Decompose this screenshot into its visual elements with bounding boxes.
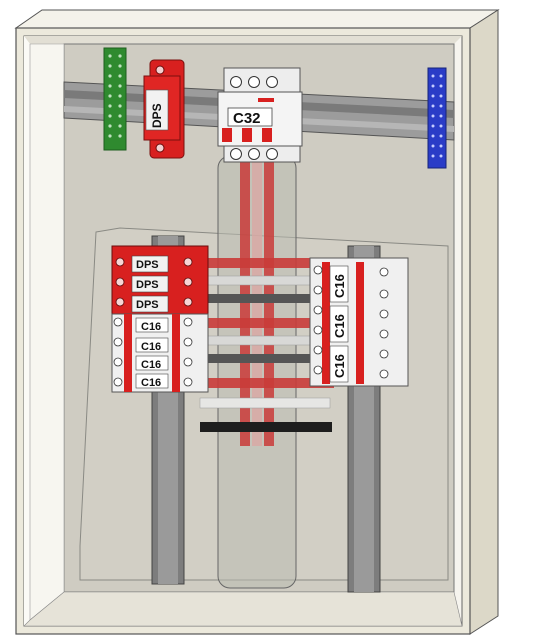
top-surge-protector: DPS: [143, 59, 185, 159]
right-breakers: C16 C16 C16: [309, 257, 409, 387]
top-surge-label: DPS: [150, 103, 164, 128]
left-breaker-label-2: C16: [141, 341, 161, 353]
left-surge-label-3: DPS: [136, 299, 159, 311]
main-breaker-label: C32: [233, 110, 261, 127]
main-breaker: C32: [217, 67, 303, 163]
left-breaker-label-1: C16: [141, 321, 161, 333]
left-breaker-label-3: C16: [141, 359, 161, 371]
right-breaker-label-2: C16: [332, 314, 347, 338]
right-breaker-label-1: C16: [332, 274, 347, 298]
ground-terminal-bar-icon: [103, 47, 127, 151]
right-breaker-label-3: C16: [332, 354, 347, 378]
left-breaker-label-4: C16: [141, 377, 161, 389]
left-breakers: C16 C16 C16 C16: [111, 313, 209, 393]
left-surge-label-2: DPS: [136, 279, 159, 291]
neutral-terminal-bar-icon: [427, 67, 447, 169]
left-surge-protectors: DPS DPS DPS: [111, 245, 209, 315]
left-surge-label-1: DPS: [136, 259, 159, 271]
